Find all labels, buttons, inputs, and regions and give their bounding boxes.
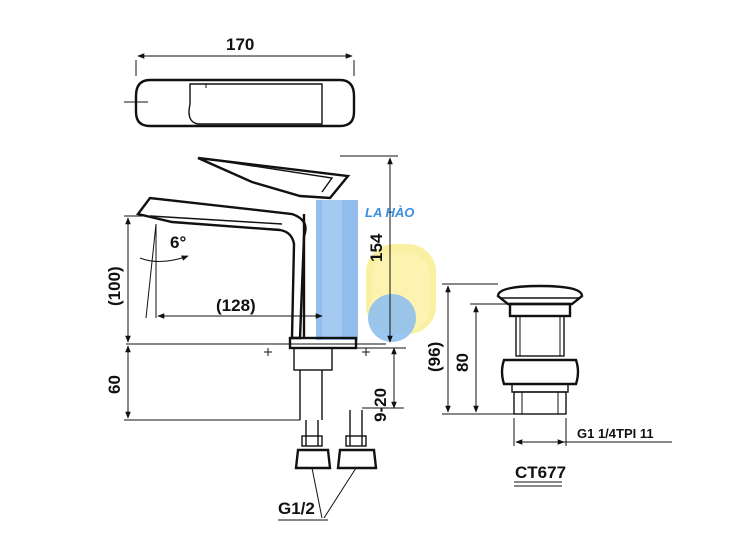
drain-outer-height: (96) — [425, 342, 444, 372]
faucet-side-view — [126, 156, 386, 470]
dim-width-170: 170 — [226, 35, 254, 54]
dim-connection-group: G1/2 — [278, 467, 357, 521]
dim-base-depth-group: 60 — [105, 345, 300, 421]
drain-thread: G1 1/4TPI 11 — [577, 426, 654, 441]
dim-connection: G1/2 — [278, 499, 315, 518]
dim-angle: 6° — [170, 233, 186, 252]
dim-base-depth: 60 — [105, 375, 124, 394]
dim-spout-reach-group: (128) — [157, 296, 323, 319]
drain-inner-height: 80 — [453, 353, 472, 372]
dim-height-154: 154 — [367, 233, 386, 262]
dim-deck-group: 9-20 — [356, 347, 406, 422]
dim-spout-height: (100) — [105, 266, 124, 306]
dim-height-154-group: 154 — [340, 155, 398, 343]
dim-angle-group: 6° — [139, 223, 189, 319]
drain-model: CT677 — [515, 463, 566, 482]
drain-view: (96) 80 G1 1/4TPI 11 CT677 — [425, 283, 672, 487]
top-view: 170 — [124, 35, 356, 128]
watermark-logo: LA HÀO — [316, 200, 436, 342]
dim-spout-height-group: (100) — [105, 215, 150, 343]
dim-spout-reach: (128) — [216, 296, 256, 315]
dim-deck-thickness: 9-20 — [371, 388, 390, 422]
